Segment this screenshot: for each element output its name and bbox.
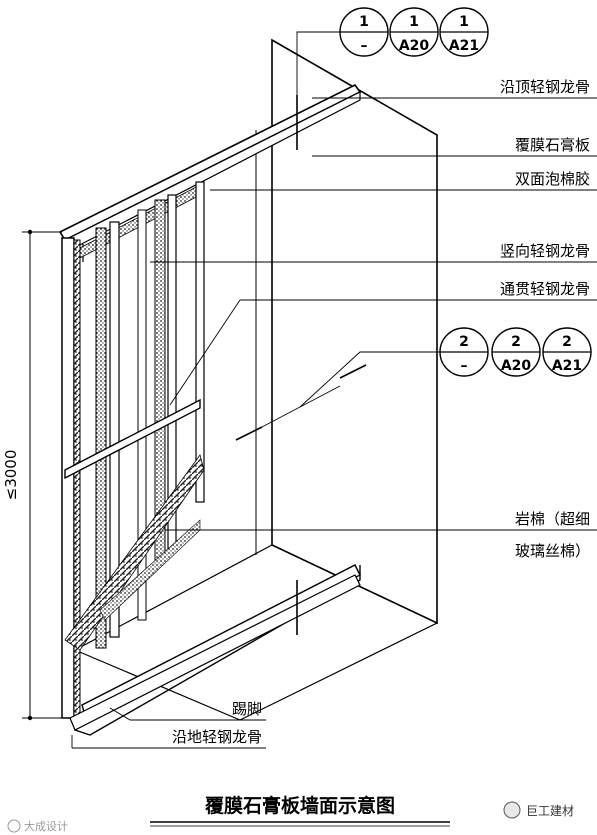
rock-wool-band (64, 454, 205, 651)
ref1-b-top: 1 (409, 14, 419, 30)
diagram-title: 覆膜石膏板墙面示意图 (150, 794, 450, 827)
label-gypsum-board: 覆膜石膏板 (515, 136, 590, 154)
dimension-height: ≤3000 (2, 229, 62, 721)
label-rock-wool-1: 岩棉（超细 (515, 510, 590, 528)
ref2-c-bottom: A21 (552, 358, 582, 374)
ref1-c-bottom: A21 (449, 38, 479, 54)
title-text: 覆膜石膏板墙面示意图 (204, 794, 395, 817)
watermark-right: 巨工建材 (503, 801, 574, 819)
leader-lines (71, 31, 597, 749)
label-vertical-stud: 竖向轻钢龙骨 (500, 242, 590, 260)
ref1-c-top: 1 (459, 14, 469, 30)
skirting-and-floor-track (69, 564, 361, 731)
label-floor-track: 沿地轻钢龙骨 (172, 728, 262, 746)
ref2-a-top: 2 (459, 334, 469, 350)
dimension-label: ≤3000 (2, 450, 20, 501)
component-labels: 沿顶轻钢龙骨 覆膜石膏板 双面泡棉胶 竖向轻钢龙骨 通贯轻钢龙骨 岩棉（超细 玻… (172, 78, 590, 746)
ref2-c-top: 2 (562, 334, 572, 350)
section-cut-marks (235, 95, 367, 635)
ref1-a-top: 1 (359, 14, 369, 30)
ref2-b-top: 2 (511, 334, 521, 350)
label-through-channel: 通贯轻钢龙骨 (500, 280, 590, 298)
watermark-left-text: 大成设计 (24, 819, 68, 833)
ref1-a-bottom: – (361, 38, 368, 54)
label-top-track: 沿顶轻钢龙骨 (500, 78, 590, 96)
label-foam-tape: 双面泡棉胶 (515, 170, 590, 188)
ref2-b-bottom: A20 (501, 358, 532, 374)
ref1-b-bottom: A20 (399, 38, 430, 54)
vertical-studs (61, 181, 205, 719)
watermark-right-text: 巨工建材 (526, 804, 574, 818)
ref2-a-bottom: – (461, 358, 468, 374)
watermark-left: 大成设计 (7, 819, 68, 833)
label-rock-wool-2: 玻璃丝棉） (515, 542, 590, 560)
through-channel (64, 398, 201, 480)
section-ref-1: 1 – 1 A20 1 A21 (339, 7, 489, 57)
section-ref-2: 2 – 2 A20 2 A21 (439, 327, 592, 377)
label-skirting: 踢脚 (232, 700, 262, 718)
